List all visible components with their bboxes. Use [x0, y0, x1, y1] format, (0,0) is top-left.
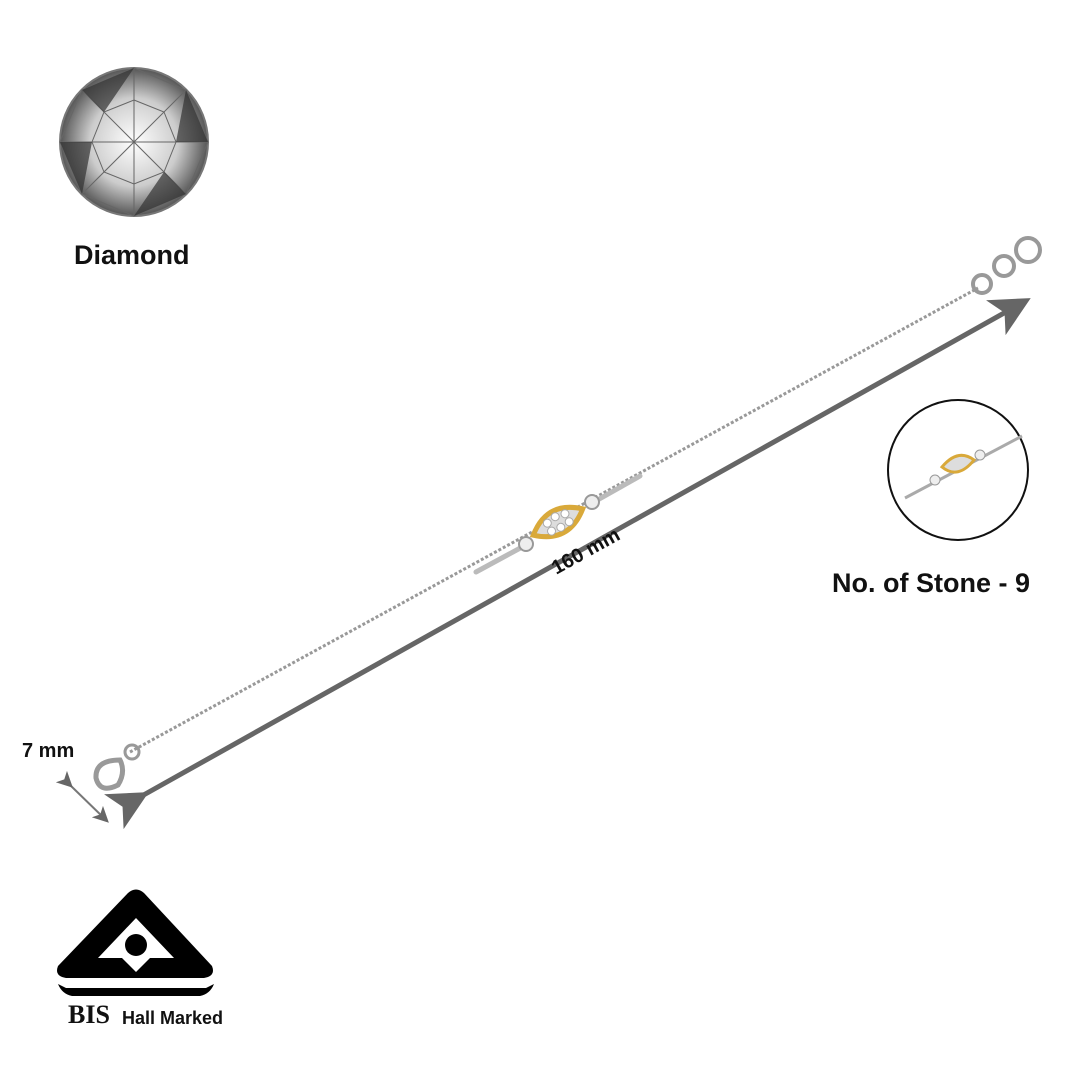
diamond-icon: [59, 67, 209, 217]
width-label: 7 mm: [22, 740, 75, 762]
hallmark-text: Hall Marked: [122, 1008, 224, 1028]
gem-label: Diamond: [74, 240, 190, 270]
stone-inset: [887, 399, 1029, 541]
gold-centerpiece: [529, 504, 587, 540]
width-arrow: [55, 770, 109, 823]
bracelet: [93, 236, 1042, 791]
length-arrow: [104, 298, 1031, 830]
stone-count-label: No. of Stone - 9: [832, 568, 1030, 598]
bis-logo: [57, 889, 214, 996]
bis-brand: BIS: [68, 1000, 110, 1029]
